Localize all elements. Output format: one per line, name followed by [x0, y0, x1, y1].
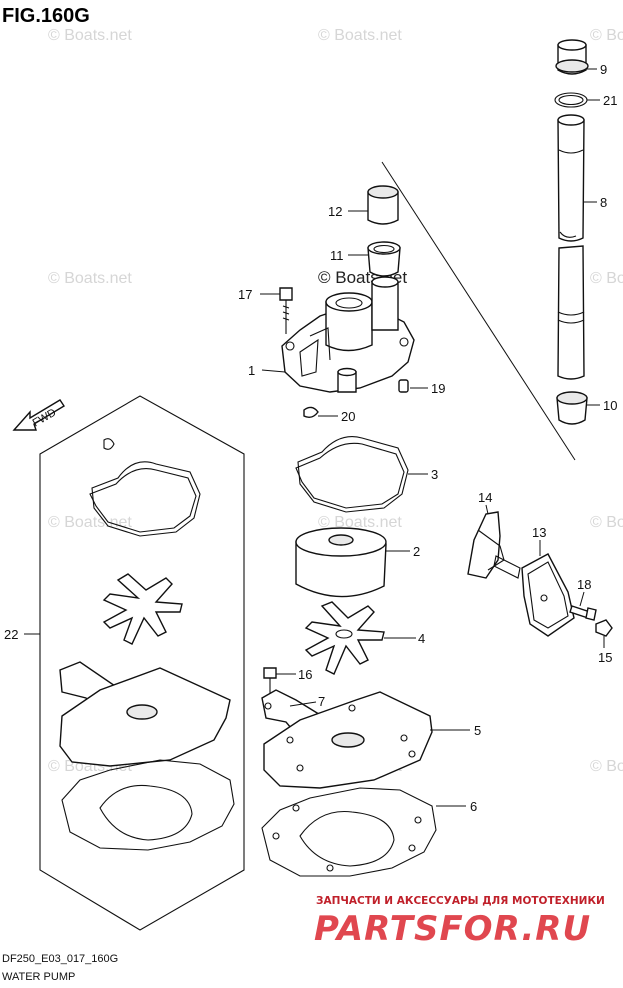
callout-20: 20 [341, 409, 355, 424]
part-8-water-tube [557, 114, 585, 380]
callout-11: 11 [330, 248, 344, 263]
part-6-gasket [261, 787, 437, 877]
watermark-text: © Boats.net [590, 270, 623, 287]
callout-10: 10 [603, 398, 617, 413]
callout-4: 4 [418, 631, 425, 646]
callout-21: 21 [603, 93, 617, 108]
part-11-seal [367, 241, 401, 277]
brand-caption: ЗАПЧАСТИ И АКСЕССУАРЫ ДЛЯ МОТОТЕХНИКИ [316, 895, 605, 907]
fwd-direction-arrow: FWD [12, 399, 65, 431]
callout-8: 8 [600, 195, 607, 210]
leader-lines [24, 68, 605, 807]
model-code: DF250_E03_017_160G [2, 953, 118, 965]
part-12-sleeve [367, 185, 399, 225]
section-name: WATER PUMP [2, 971, 75, 983]
callout-1: 1 [248, 363, 255, 378]
part-18-screw [569, 605, 597, 621]
callout-9: 9 [600, 62, 607, 77]
callout-13: 13 [532, 525, 546, 540]
watermark-text: © Boats.net [318, 27, 402, 44]
callout-15: 15 [598, 650, 612, 665]
part-4-impeller [304, 601, 385, 675]
callout-17: 17 [238, 287, 252, 302]
callout-16: 16 [298, 667, 312, 682]
callout-18: 18 [577, 577, 591, 592]
part-20-key [303, 406, 319, 419]
figure-title: FIG.160G [2, 5, 90, 27]
callout-5: 5 [474, 723, 481, 738]
watermark-text: © Boats.net [590, 514, 623, 531]
part-5-pump-plate [263, 691, 433, 789]
callout-6: 6 [470, 799, 477, 814]
callout-3: 3 [431, 467, 438, 482]
callout-numbers: 9 21 8 10 12 11 17 1 19 20 3 2 4 16 7 5 … [4, 62, 617, 814]
watermark-text: © Boats.net [48, 27, 132, 44]
callout-12: 12 [328, 204, 342, 219]
callout-22: 22 [4, 627, 18, 642]
watermark-text: © Boats.net [590, 27, 623, 44]
watermark-text: © Boats.net [318, 514, 402, 531]
watermark-text: © Boats.net [48, 270, 132, 287]
part-13-cover [521, 553, 575, 637]
part-1-pump-case [281, 276, 415, 393]
callout-19: 19 [431, 381, 445, 396]
part-9-grommet [555, 39, 589, 75]
part-14-clip [467, 511, 521, 579]
brand-name: PARTSFOR.RU [314, 909, 591, 949]
part-21-o-ring [554, 92, 588, 108]
watermark-text: © Boats.net [590, 758, 623, 775]
footer-brand: ЗАПЧАСТИ И АКСЕССУАРЫ ДЛЯ МОТОТЕХНИКИ PA… [314, 895, 605, 949]
callout-2: 2 [413, 544, 420, 559]
part-16-screw [263, 667, 277, 694]
part-2-impeller-housing [295, 527, 387, 598]
part-15-nut [595, 619, 613, 637]
part-3-gasket [295, 436, 409, 513]
part-10-grommet [556, 391, 588, 425]
part-17-bolt [279, 287, 293, 334]
watermark-text: © Boats.net [48, 514, 132, 531]
callout-14: 14 [478, 490, 492, 505]
fwd-label: FWD [31, 407, 59, 430]
assembly-guide-line [381, 161, 576, 461]
part-19-dowel-pin [398, 379, 409, 393]
callout-7: 7 [318, 694, 325, 709]
part-22-repair-kit [39, 395, 245, 931]
